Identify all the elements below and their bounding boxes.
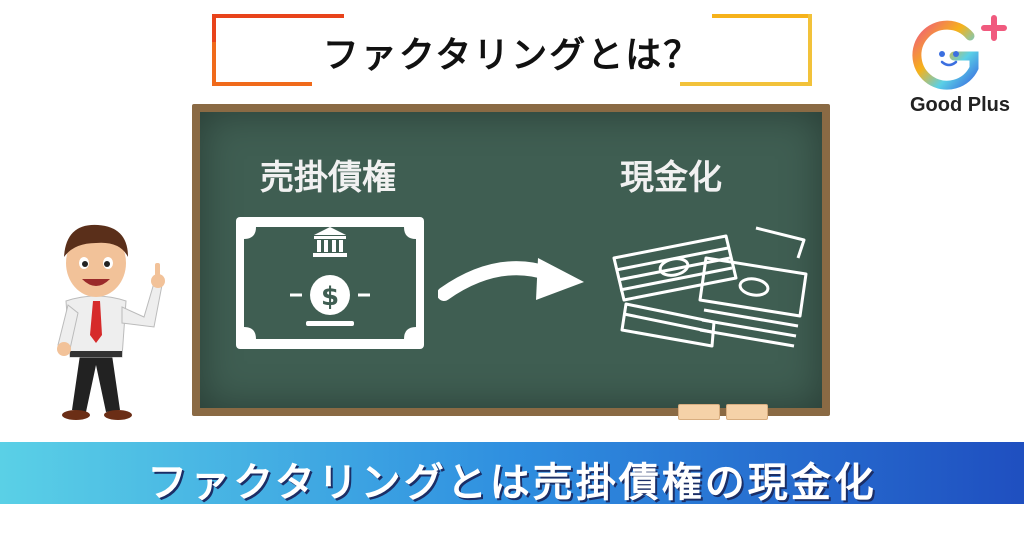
chalk-piece xyxy=(678,404,720,420)
page-title: ファクタリングとは？ xyxy=(322,35,702,76)
title-bracket-bottom-left xyxy=(212,42,312,86)
cash-stack-icon xyxy=(612,226,808,348)
chalkboard: 売掛債権 現金化 $ xyxy=(200,112,822,420)
g-plus-logo-icon xyxy=(912,15,1007,90)
chalkboard-frame: 売掛債権 現金化 $ xyxy=(192,104,830,420)
summary-banner: ファクタリングとは売掛債権の現金化 xyxy=(0,442,1024,506)
cash-label: 現金化 xyxy=(620,158,722,198)
title-bracket-bottom-right xyxy=(680,14,812,86)
receivables-label: 売掛債権 xyxy=(260,158,396,198)
svg-text:$: $ xyxy=(321,282,339,312)
arrow-right-icon xyxy=(438,258,584,301)
businessman-pointing-illustration xyxy=(57,224,165,420)
title-frame: ファクタリングとは？ xyxy=(212,14,812,86)
invoice-bank-dollar-icon: $ xyxy=(236,217,424,349)
brand-name: Good Plus xyxy=(910,94,1010,116)
brand-logo: Good Plus xyxy=(900,10,1020,120)
chalk-piece xyxy=(726,404,768,420)
summary-banner-text: ファクタリングとは売掛債権の現金化 xyxy=(147,460,877,506)
